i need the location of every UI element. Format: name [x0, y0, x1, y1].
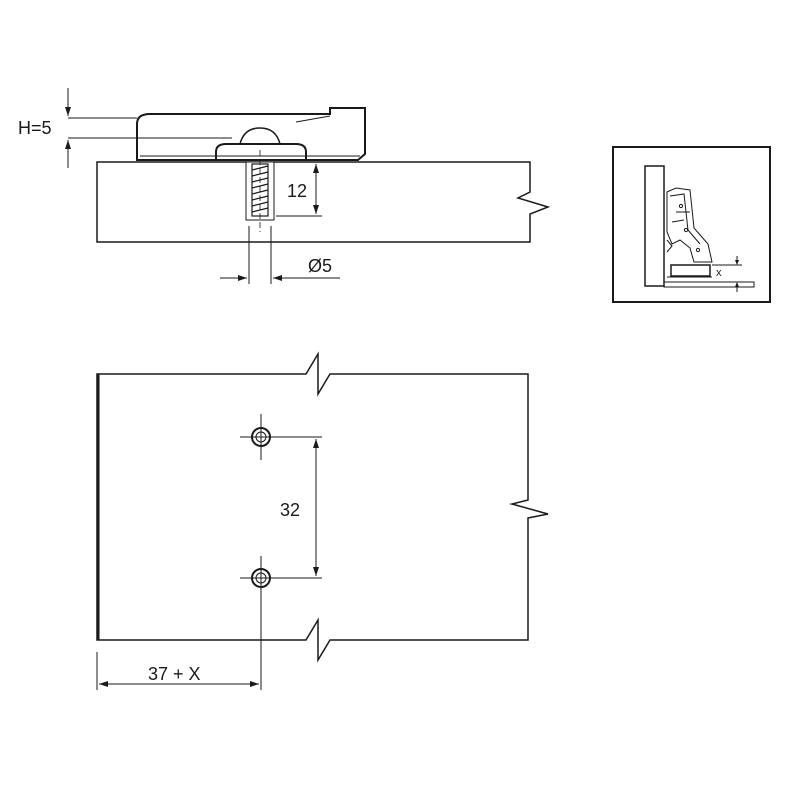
panel-outline — [96, 351, 549, 663]
inset-x-label: x — [716, 267, 722, 279]
spacing-dimension-label: 32 — [280, 500, 300, 520]
plate-step — [295, 115, 331, 123]
depth-dimension-label: 12 — [287, 181, 307, 201]
inset-plate — [670, 264, 711, 277]
section-view: H=5 12 Ø5 — [18, 88, 551, 284]
height-dimension-label: H=5 — [18, 118, 52, 138]
drill-hole-bottom — [240, 556, 282, 690]
inset-hinge — [666, 187, 713, 263]
offset-dimension-label: 37 + X — [148, 664, 201, 684]
board-section — [96, 161, 551, 243]
mounting-plate-profile — [136, 107, 366, 161]
plan-view: 32 37 + X — [96, 351, 549, 690]
screw-head — [215, 143, 307, 160]
hinge-inset: x — [612, 146, 771, 303]
diameter-dimension-label: Ø5 — [308, 256, 332, 276]
